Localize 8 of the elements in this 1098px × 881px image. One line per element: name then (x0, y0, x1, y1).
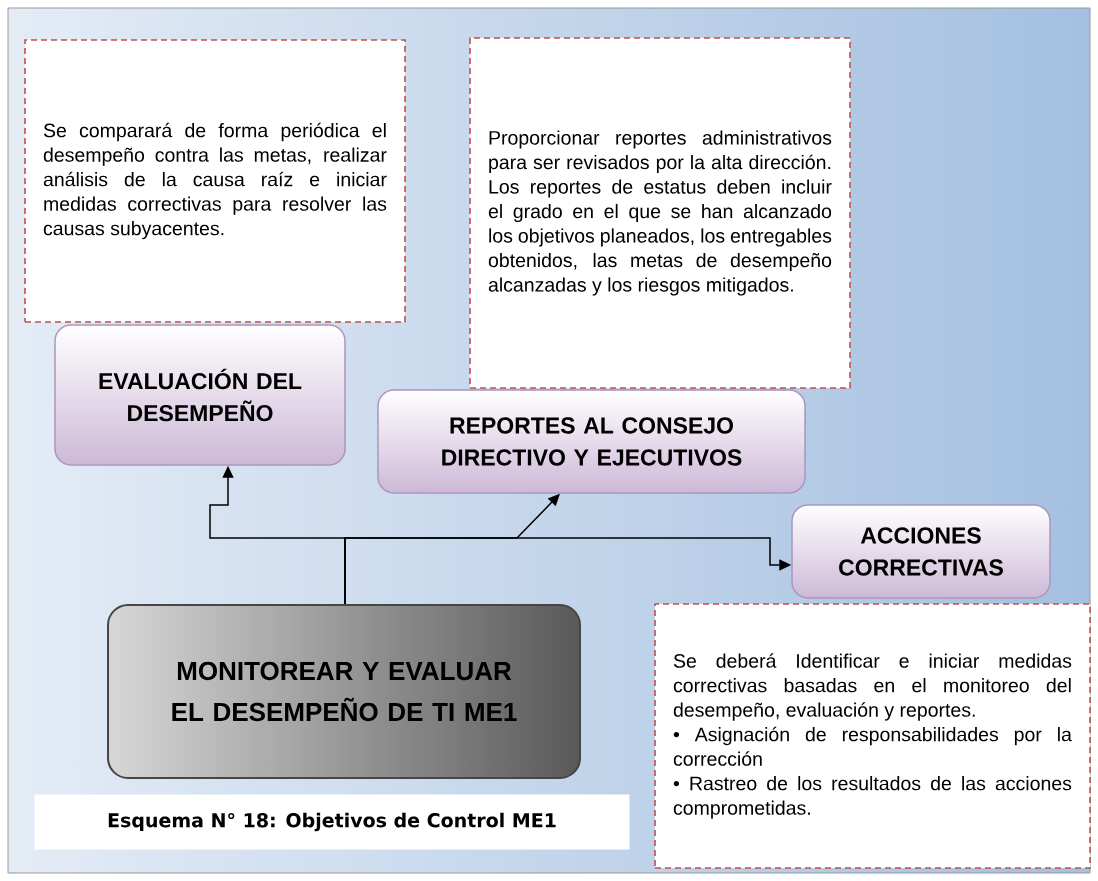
process-box: REPORTES AL CONSEJO DIRECTIVO Y EJECUTIVOS (377, 389, 806, 494)
note-box: Se deberá Identificar e iniciar medidas correctivas basadas en el monitoreo del desempeño, evaluación y reportes. • Asignación de responsabilidades por la corrección • Rastreo de los resultados de las acciones comprometidas. (654, 603, 1091, 869)
note-box: Proporcionar reportes administrativos para ser revisados por la alta dirección. Los reportes de estatus deben incluir el grado en el que se han alcanzado los objetivos planeados, los entregables obtenidos, las metas de desempeño alcanzadas y los riesgos mitigados. (469, 37, 851, 389)
caption-box: Esquema N° 18: Objetivos de Control ME1 (34, 794, 630, 850)
process-box: EVALUACIÓN DEL DESEMPEÑO (54, 324, 346, 466)
process-box: ACCIONES CORRECTIVAS (791, 504, 1051, 599)
main-box: MONITOREAR Y EVALUAR EL DESEMPEÑO DE TI ME1 (107, 604, 581, 779)
note-box: Se comparará de forma periódica el desempeño contra las metas, realizar análisis de la causa raíz e iniciar medidas correctivas para resolver las causas subyacentes. (24, 39, 406, 323)
